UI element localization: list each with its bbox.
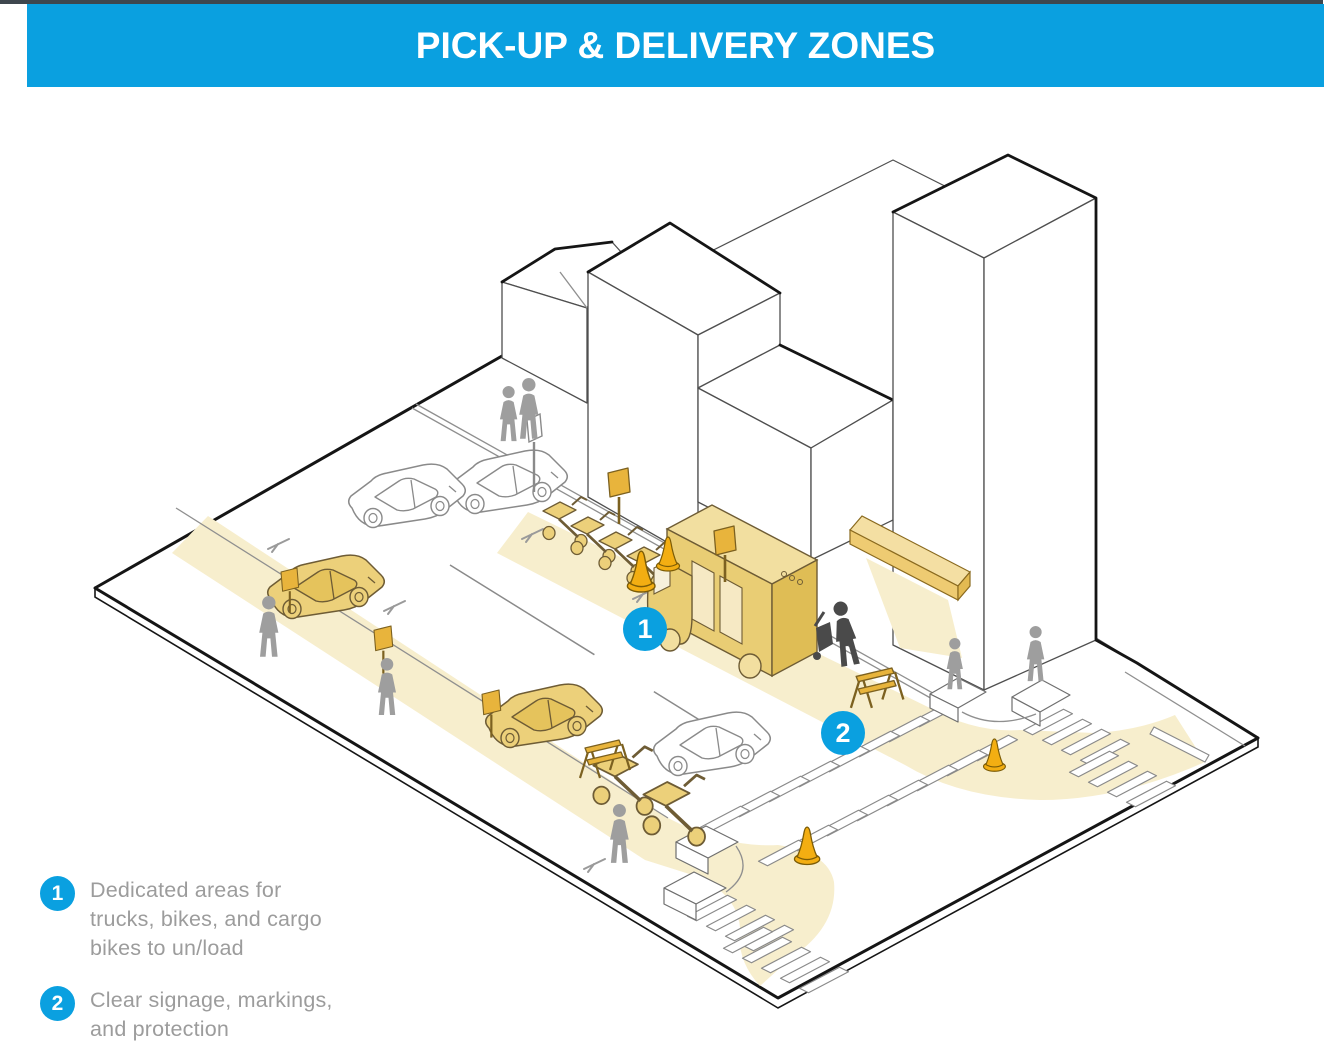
crosswalk-stripe	[1022, 708, 1074, 736]
loading-zone-far-curb	[172, 516, 835, 986]
porter-with-handtruck	[813, 599, 861, 668]
crosswalk-stripe	[1060, 728, 1112, 756]
crosswalk-stripe	[798, 966, 850, 994]
center-line	[449, 564, 736, 743]
crosswalk-stripe	[705, 904, 757, 932]
legend-text-1: Dedicated areas for trucks, bikes, and c…	[90, 878, 322, 960]
delivery-truck	[646, 504, 819, 679]
crosswalks	[686, 700, 1177, 994]
crosswalk-stripe	[741, 936, 793, 964]
crosswalk-stripe	[760, 946, 812, 974]
curb-far-side	[175, 507, 669, 819]
marker-1: 1	[623, 607, 667, 651]
top-strip	[0, 0, 1323, 4]
legend-text-2: Clear signage, markings, and protection	[90, 988, 333, 1041]
stop-bar	[1149, 726, 1210, 763]
crosswalk-stripe	[1087, 760, 1139, 788]
marker-2: 2	[821, 711, 865, 755]
crosswalk-stripe	[1068, 750, 1120, 778]
crosswalk-stripe	[779, 956, 831, 984]
annex-building	[697, 343, 895, 561]
curb-extensions	[663, 677, 1071, 921]
legend-item-2: 2 Clear signage, markings, and protectio…	[40, 986, 340, 1044]
page-title: PICK-UP & DELIVERY ZONES	[415, 24, 936, 66]
legend-item-1: 1 Dedicated areas for trucks, bikes, and…	[40, 876, 340, 963]
awning	[849, 515, 971, 602]
title-banner: PICK-UP & DELIVERY ZONES	[27, 4, 1324, 87]
crosswalk-stripe	[1125, 780, 1177, 808]
crosswalk-stripe	[724, 914, 776, 942]
crosswalk-stripe	[1106, 770, 1158, 798]
legend-number-1: 1	[40, 876, 75, 911]
curb-cross-street	[1124, 671, 1246, 747]
crosswalk-stripe	[1041, 718, 1093, 746]
awning-light-spill	[866, 558, 962, 658]
legend-number-2: 2	[40, 986, 75, 1021]
slab-edge	[93, 354, 1260, 1000]
crosswalk-stripe	[722, 926, 774, 954]
